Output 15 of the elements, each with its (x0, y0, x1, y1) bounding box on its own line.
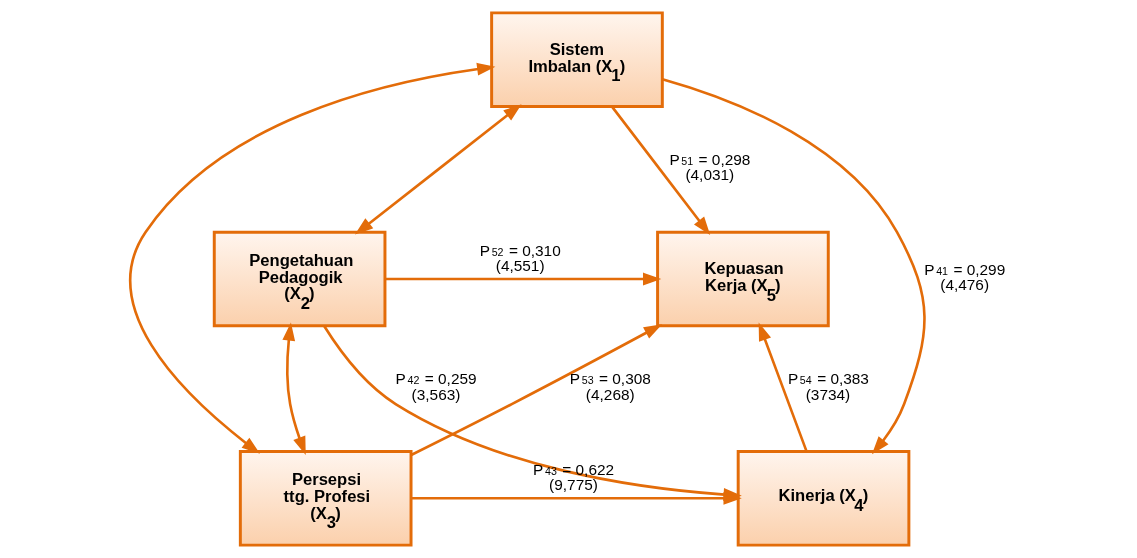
edge-label: P42 = 0,259 (3,563) (395, 370, 477, 403)
arrow (662, 77, 926, 455)
arrow (411, 491, 742, 505)
edge-label: P51 = 0,298 (4,031) (669, 151, 751, 184)
edge-label: P52 = 0,310 (4,551) (479, 241, 561, 275)
arrow (385, 272, 662, 286)
arrow (611, 106, 711, 235)
edge-label: P54 = 0,383 (3734) (787, 370, 869, 403)
edge-label: P41 = 0,299 (4,476) (924, 260, 1006, 294)
arrow (282, 322, 306, 455)
arrow (129, 62, 496, 454)
arrow (354, 104, 522, 235)
edge-label: P53 = 0,308 (4,268) (569, 370, 651, 403)
arrow (758, 322, 808, 452)
arrow (410, 324, 663, 457)
